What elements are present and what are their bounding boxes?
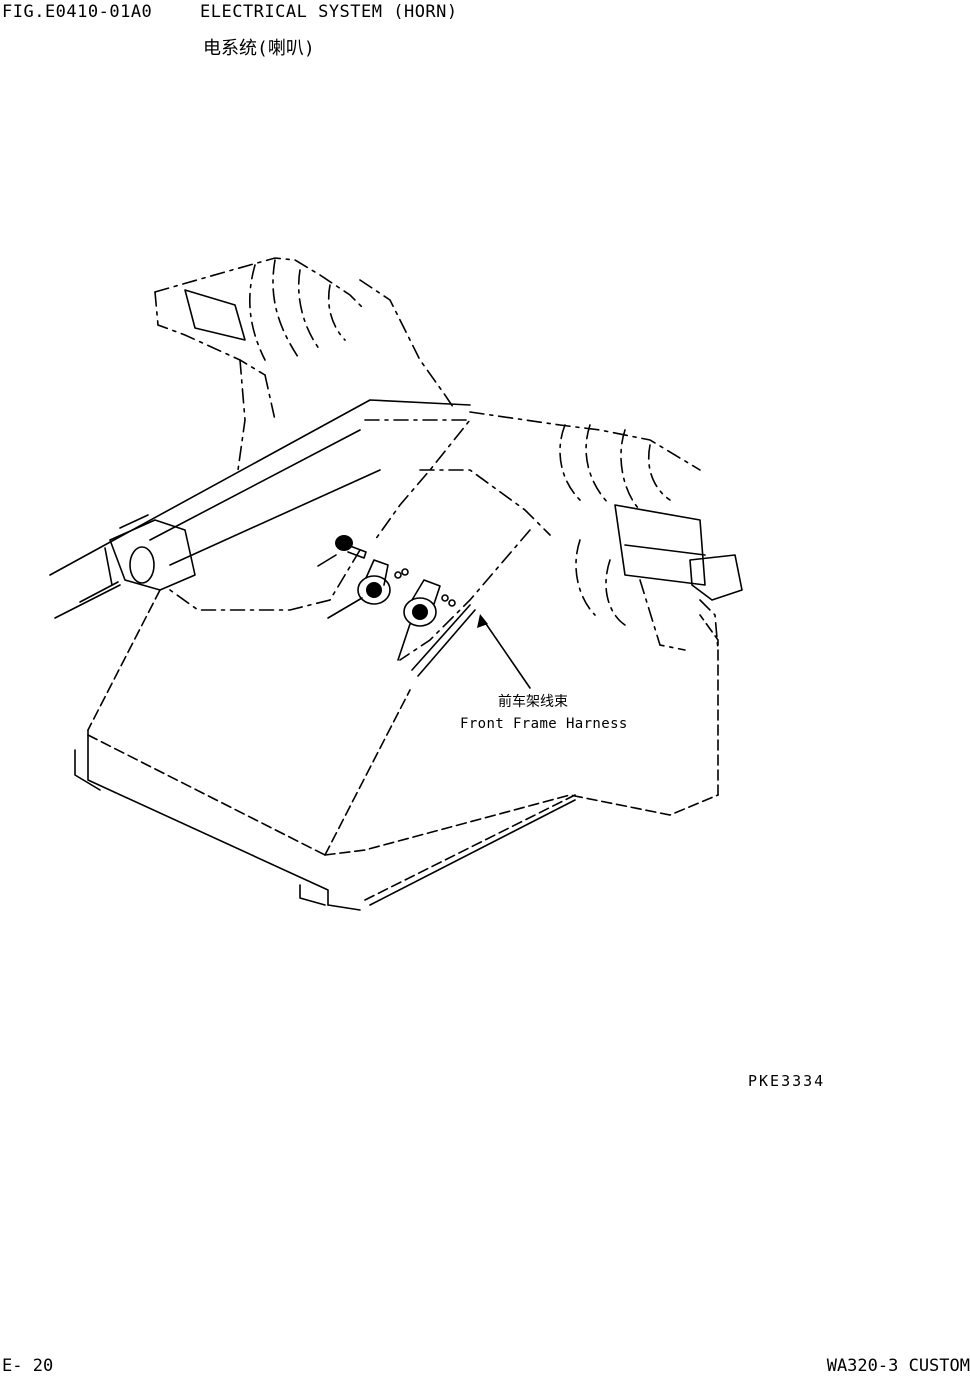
right-frame-bracket — [469, 411, 743, 651]
figure-title: ELECTRICAL SYSTEM (HORN) — [200, 2, 458, 22]
axle-shaft — [49, 399, 471, 619]
left-axle-clamp — [104, 514, 196, 591]
left-frame-bracket — [154, 257, 456, 471]
figure-number: FIG.E0410-01A0 — [2, 2, 153, 22]
horn-unit-2 — [397, 579, 441, 661]
model-name: WA320-3 CUSTOM — [826, 1356, 970, 1376]
nut-washer-parts — [394, 568, 456, 607]
harness-label-english: Front Frame Harness — [460, 716, 628, 732]
page-number: E- 20 — [2, 1356, 54, 1376]
mounting-bolt — [317, 535, 367, 567]
harness-label-chinese: 前车架线束 — [498, 694, 568, 710]
horn-unit-1 — [327, 559, 391, 619]
drawing-reference-code: PKE3334 — [748, 1072, 826, 1090]
figure-title-chinese: 电系统(喇叭) — [203, 38, 315, 59]
harness-clip — [411, 604, 476, 677]
harness-callout-arrow — [477, 614, 531, 689]
front-frame-body — [74, 419, 719, 911]
